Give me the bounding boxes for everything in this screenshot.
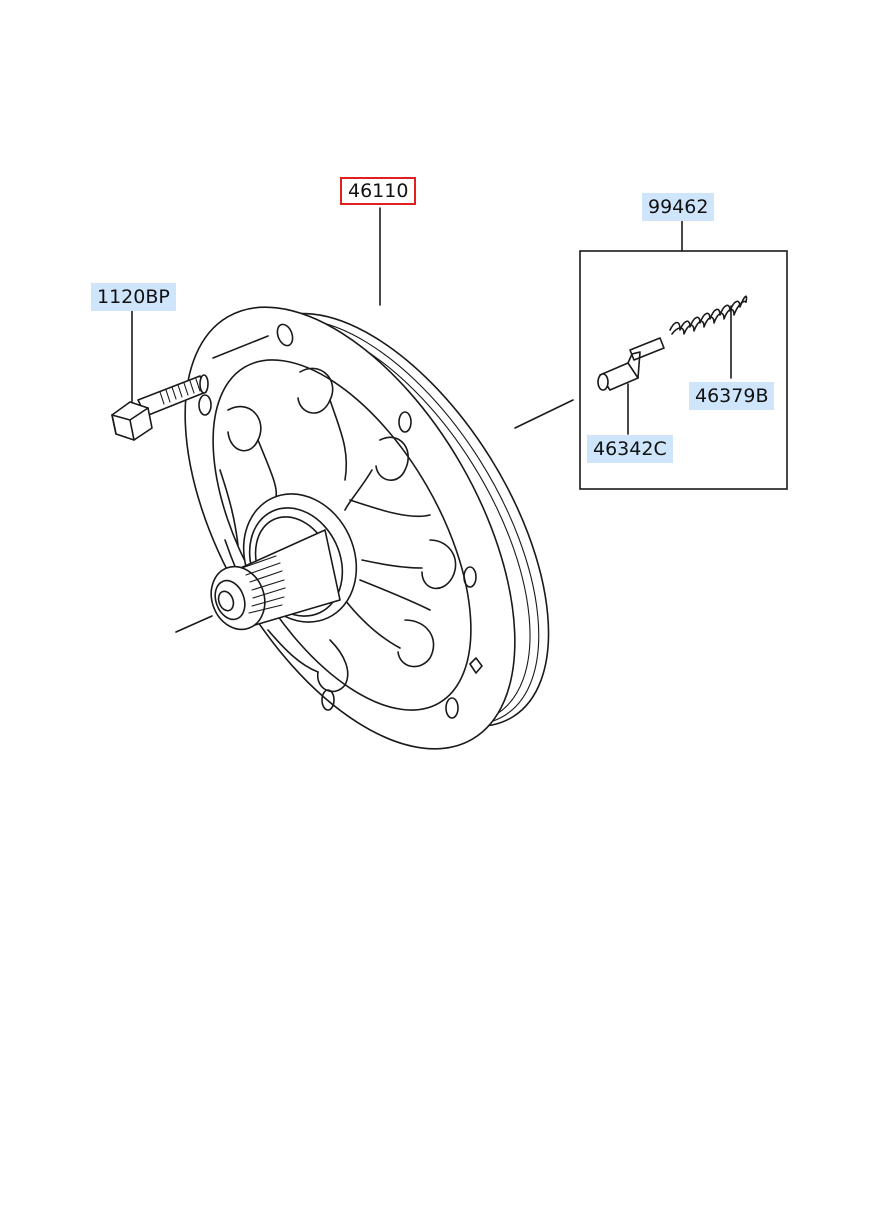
part-label-spring[interactable]: 46379B [689,382,775,410]
part-label-valve[interactable]: 46342C [587,435,673,463]
spring-part[interactable] [669,295,748,335]
valve-kit-box [579,250,788,490]
part-label-pump-assembly[interactable]: 46110 [340,177,417,205]
oil-pump-assembly[interactable] [117,253,613,804]
valve-part[interactable] [597,337,665,391]
bolt-part[interactable] [111,374,209,441]
part-label-valve-kit[interactable]: 99462 [642,193,715,221]
part-label-bolt[interactable]: 1120BP [91,283,176,311]
